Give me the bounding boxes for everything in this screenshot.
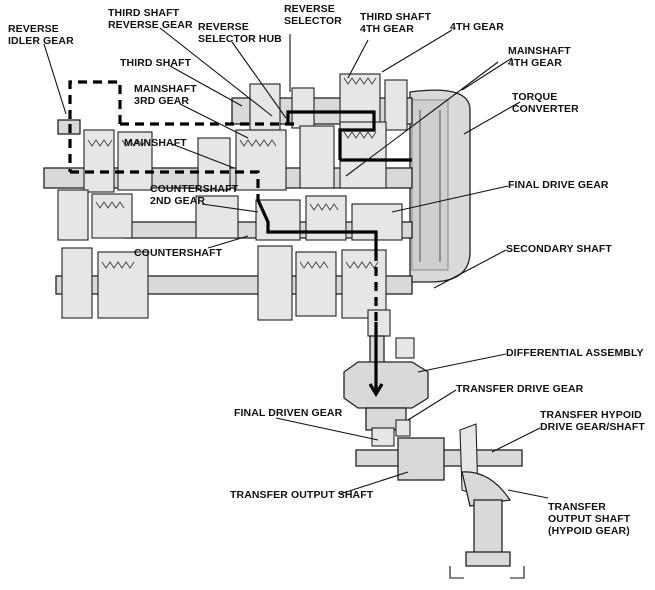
label-third-shaft: THIRD SHAFT [120, 57, 192, 69]
label-third-shaft-4th-gear: THIRD SHAFT 4TH GEAR [360, 11, 434, 35]
transfer-assembly-shape [355, 423, 525, 579]
label-final-driven-gear: FINAL DRIVEN GEAR [234, 407, 343, 419]
label-reverse-idler-gear: REVERSE IDLER GEAR [8, 23, 74, 47]
leader-lines [43, 27, 549, 499]
label-third-shaft-reverse-gear: THIRD SHAFT REVERSE GEAR [108, 7, 193, 31]
label-4th-gear: 4TH GEAR [450, 21, 504, 33]
label-differential-assembly: DIFFERENTIAL ASSEMBLY [506, 347, 644, 359]
label-final-drive-gear: FINAL DRIVE GEAR [508, 179, 609, 191]
label-mainshaft-3rd-gear: MAINSHAFT 3RD GEAR [134, 83, 200, 107]
power-flow-path [68, 80, 412, 398]
label-transfer-output-shaft-hypoid-gear: TRANSFER OUTPUT SHAFT (HYPOID GEAR) [548, 501, 633, 537]
label-secondary-shaft: SECONDARY SHAFT [506, 243, 612, 255]
torque-converter [409, 89, 471, 283]
label-mainshaft-4th-gear: MAINSHAFT 4TH GEAR [508, 45, 574, 69]
label-transfer-output-shaft: TRANSFER OUTPUT SHAFT [230, 489, 374, 501]
secondary-shaft-assembly [55, 245, 413, 337]
label-countershaft: COUNTERSHAFT [134, 247, 223, 259]
mainshaft-assembly [43, 119, 413, 193]
label-transfer-drive-gear: TRANSFER DRIVE GEAR [456, 383, 584, 395]
label-torque-converter: TORQUE CONVERTER [512, 91, 579, 115]
label-transfer-hypoid-drive-gear-shaft: TRANSFER HYPOID DRIVE GEAR/SHAFT [540, 409, 645, 433]
label-countershaft-2nd-gear: COUNTERSHAFT 2ND GEAR [150, 183, 241, 207]
differential-assembly-shape [343, 335, 429, 447]
label-mainshaft: MAINSHAFT [124, 137, 187, 149]
label-reverse-selector-hub: REVERSE SELECTOR HUB [198, 21, 282, 45]
label-reverse-selector: REVERSE SELECTOR [284, 3, 342, 27]
